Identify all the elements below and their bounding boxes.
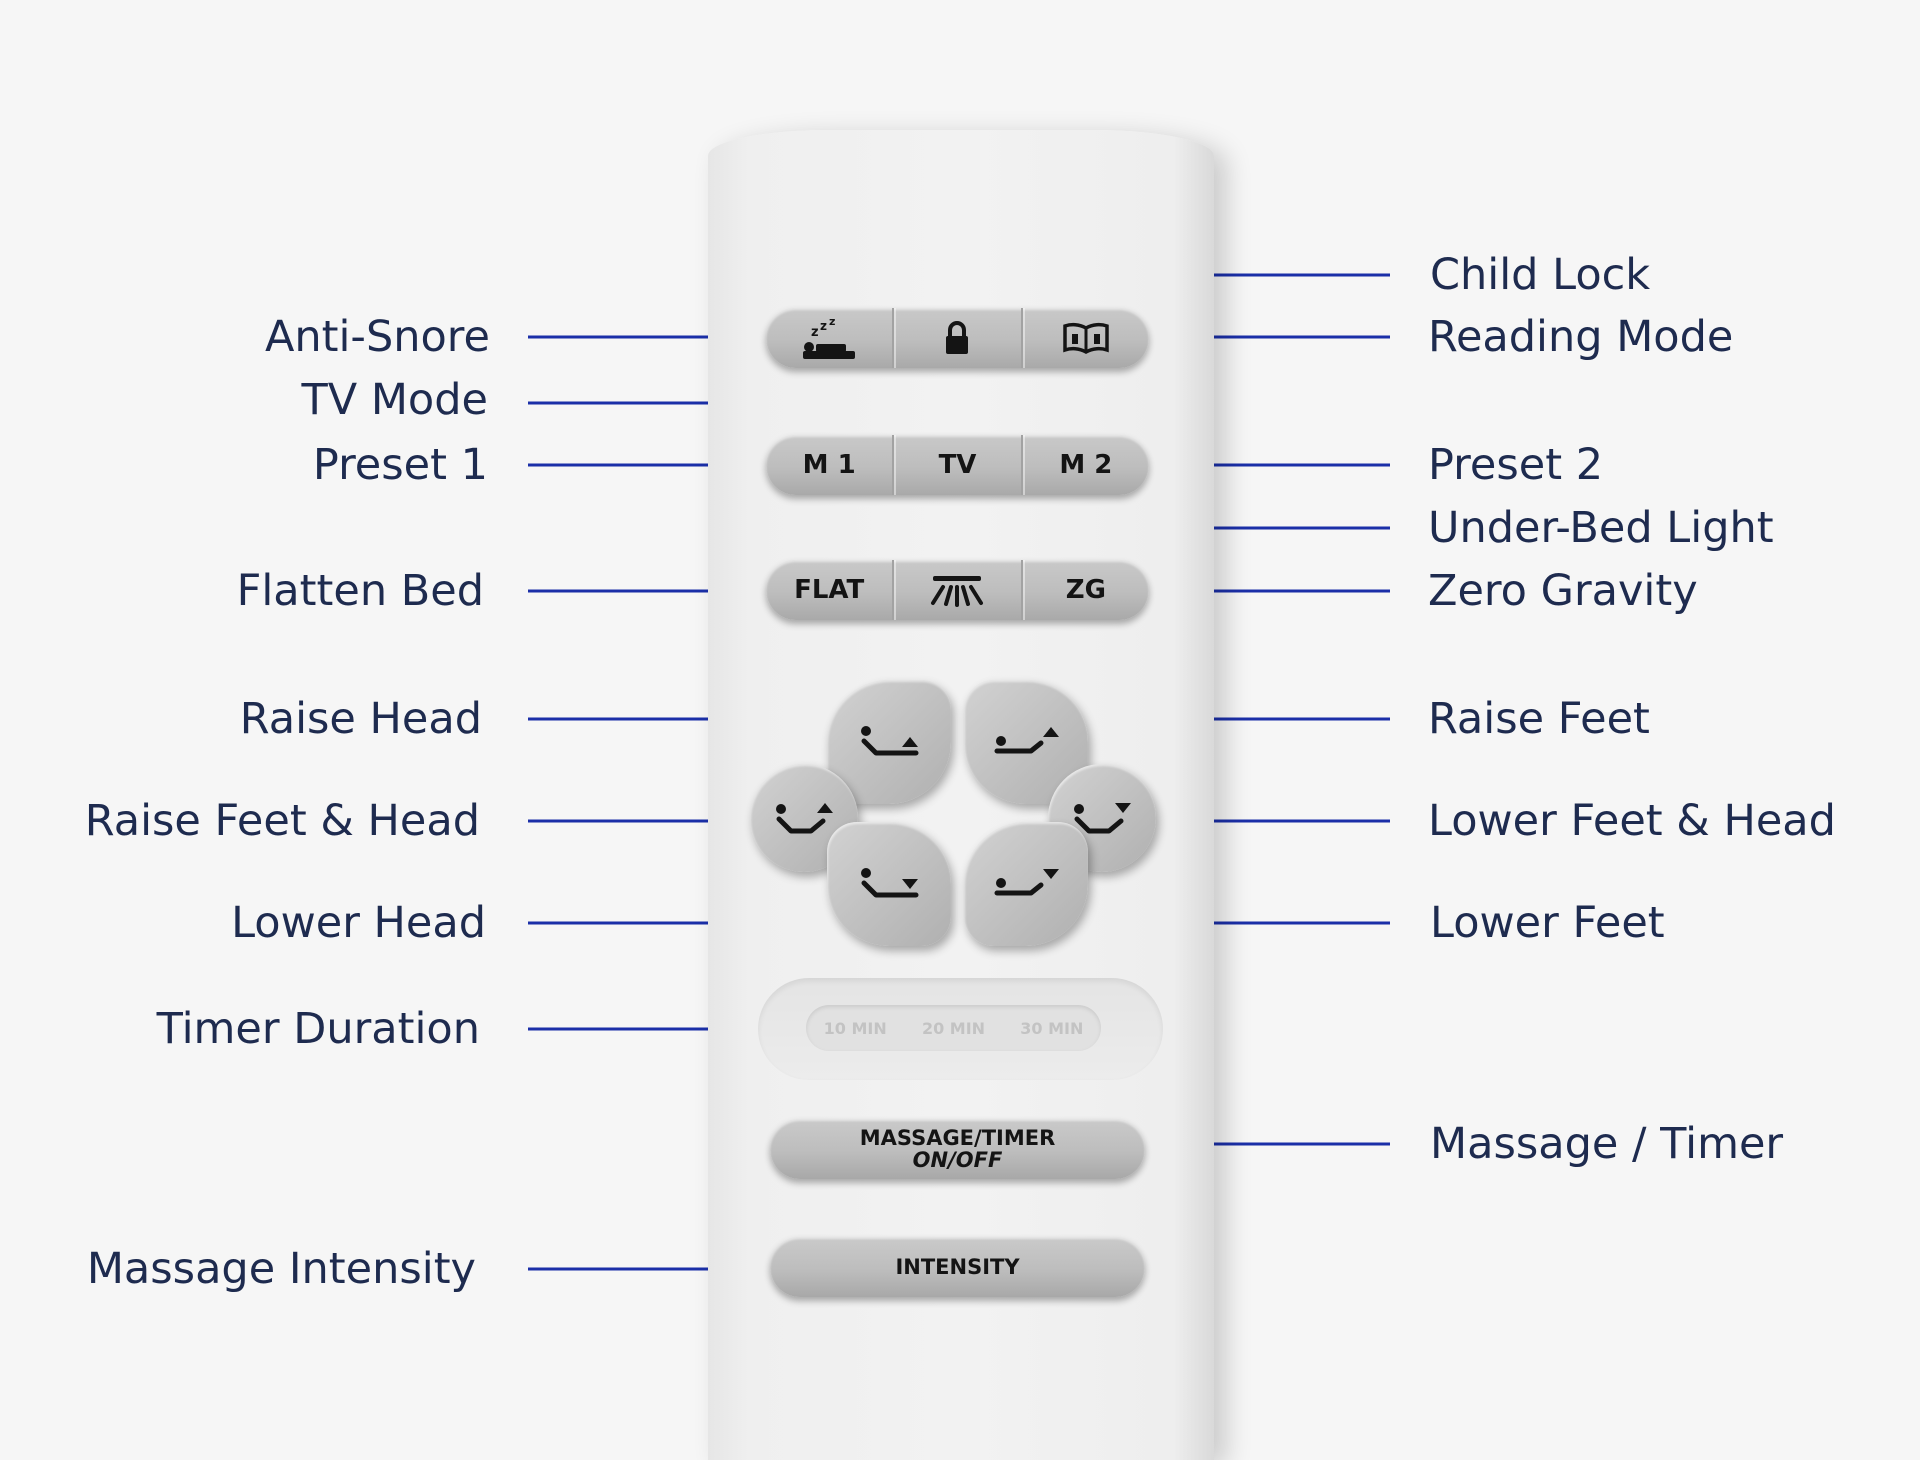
- callout-lower-head: Lower Head: [231, 898, 486, 948]
- intensity-label: INTENSITY: [895, 1255, 1020, 1279]
- under-bed-light-button[interactable]: [892, 560, 1020, 620]
- lower-feet-button[interactable]: [964, 822, 1088, 946]
- callout-flatten-bed: Flatten Bed: [236, 566, 484, 616]
- flatten-bed-button[interactable]: FLAT: [794, 575, 865, 605]
- recline-head-up-icon: [861, 726, 919, 756]
- timer-20-min-label: 20 MIN: [921, 1018, 986, 1038]
- callout-raise-feet-head: Raise Feet & Head: [84, 796, 480, 846]
- callout-under-bed-light: Under-Bed Light: [1428, 503, 1774, 553]
- recline-feet-up-icon: [994, 727, 1059, 754]
- callout-tv-mode: TV Mode: [301, 375, 488, 425]
- preset-1-button[interactable]: M 1: [802, 450, 856, 480]
- svg-text:z: z: [829, 316, 835, 328]
- padlock-icon: [946, 321, 969, 354]
- callout-massage-timer: Massage / Timer: [1430, 1119, 1784, 1169]
- recline-both-down-icon: [1074, 803, 1131, 834]
- zero-gravity-button[interactable]: ZG: [1020, 560, 1149, 620]
- callout-massage-intensity: Massage Intensity: [86, 1244, 476, 1294]
- sleeping-person-zzz-icon: z z z: [803, 316, 856, 359]
- timer-30-min-label: 30 MIN: [1020, 1018, 1084, 1038]
- button-row-1: z z z: [766, 308, 1149, 368]
- callout-timer-duration: Timer Duration: [156, 1004, 480, 1054]
- callout-child-lock: Child Lock: [1430, 250, 1651, 300]
- open-book-icon: [1063, 322, 1109, 355]
- svg-text:z: z: [811, 325, 819, 340]
- recline-head-down-icon: [861, 868, 919, 898]
- recline-feet-down-icon: [994, 869, 1059, 896]
- light-rays-icon: [931, 576, 984, 607]
- callout-lower-feet: Lower Feet: [1430, 898, 1665, 948]
- raise-head-button[interactable]: [827, 680, 951, 804]
- callout-raise-feet: Raise Feet: [1428, 694, 1650, 744]
- reading-mode-button[interactable]: [1020, 308, 1149, 368]
- on-off-label: ON/OFF: [912, 1148, 1003, 1172]
- callout-lower-feet-head: Lower Feet & Head: [1428, 796, 1836, 846]
- callout-raise-head: Raise Head: [239, 694, 482, 744]
- callout-preset-2: Preset 2: [1428, 440, 1604, 490]
- recline-both-up-icon: [776, 803, 833, 834]
- button-row-2: M 1 TV M 2: [766, 435, 1149, 495]
- tv-mode-button[interactable]: TV: [892, 435, 1020, 495]
- timer-10-min-label: 10 MIN: [823, 1018, 887, 1038]
- callout-anti-snore: Anti-Snore: [264, 312, 490, 362]
- massage-timer-button[interactable]: MASSAGE/TIMER ON/OFF: [770, 1119, 1145, 1179]
- callout-zero-gravity: Zero Gravity: [1428, 566, 1698, 616]
- lower-head-button[interactable]: [827, 822, 951, 946]
- child-lock-button[interactable]: [892, 308, 1020, 368]
- timer-duration-indicator: 10 MIN 20 MIN 30 MIN: [806, 1005, 1101, 1051]
- anti-snore-button[interactable]: z z z: [766, 308, 892, 368]
- intensity-button[interactable]: INTENSITY: [770, 1237, 1145, 1297]
- massage-timer-label: MASSAGE/TIMER: [859, 1126, 1056, 1150]
- preset-2-button[interactable]: M 2: [1020, 435, 1149, 495]
- callout-reading-mode: Reading Mode: [1428, 312, 1734, 362]
- button-row-3: FLAT ZG: [766, 560, 1149, 620]
- callout-preset-1: Preset 1: [312, 440, 488, 490]
- svg-text:z: z: [820, 319, 827, 333]
